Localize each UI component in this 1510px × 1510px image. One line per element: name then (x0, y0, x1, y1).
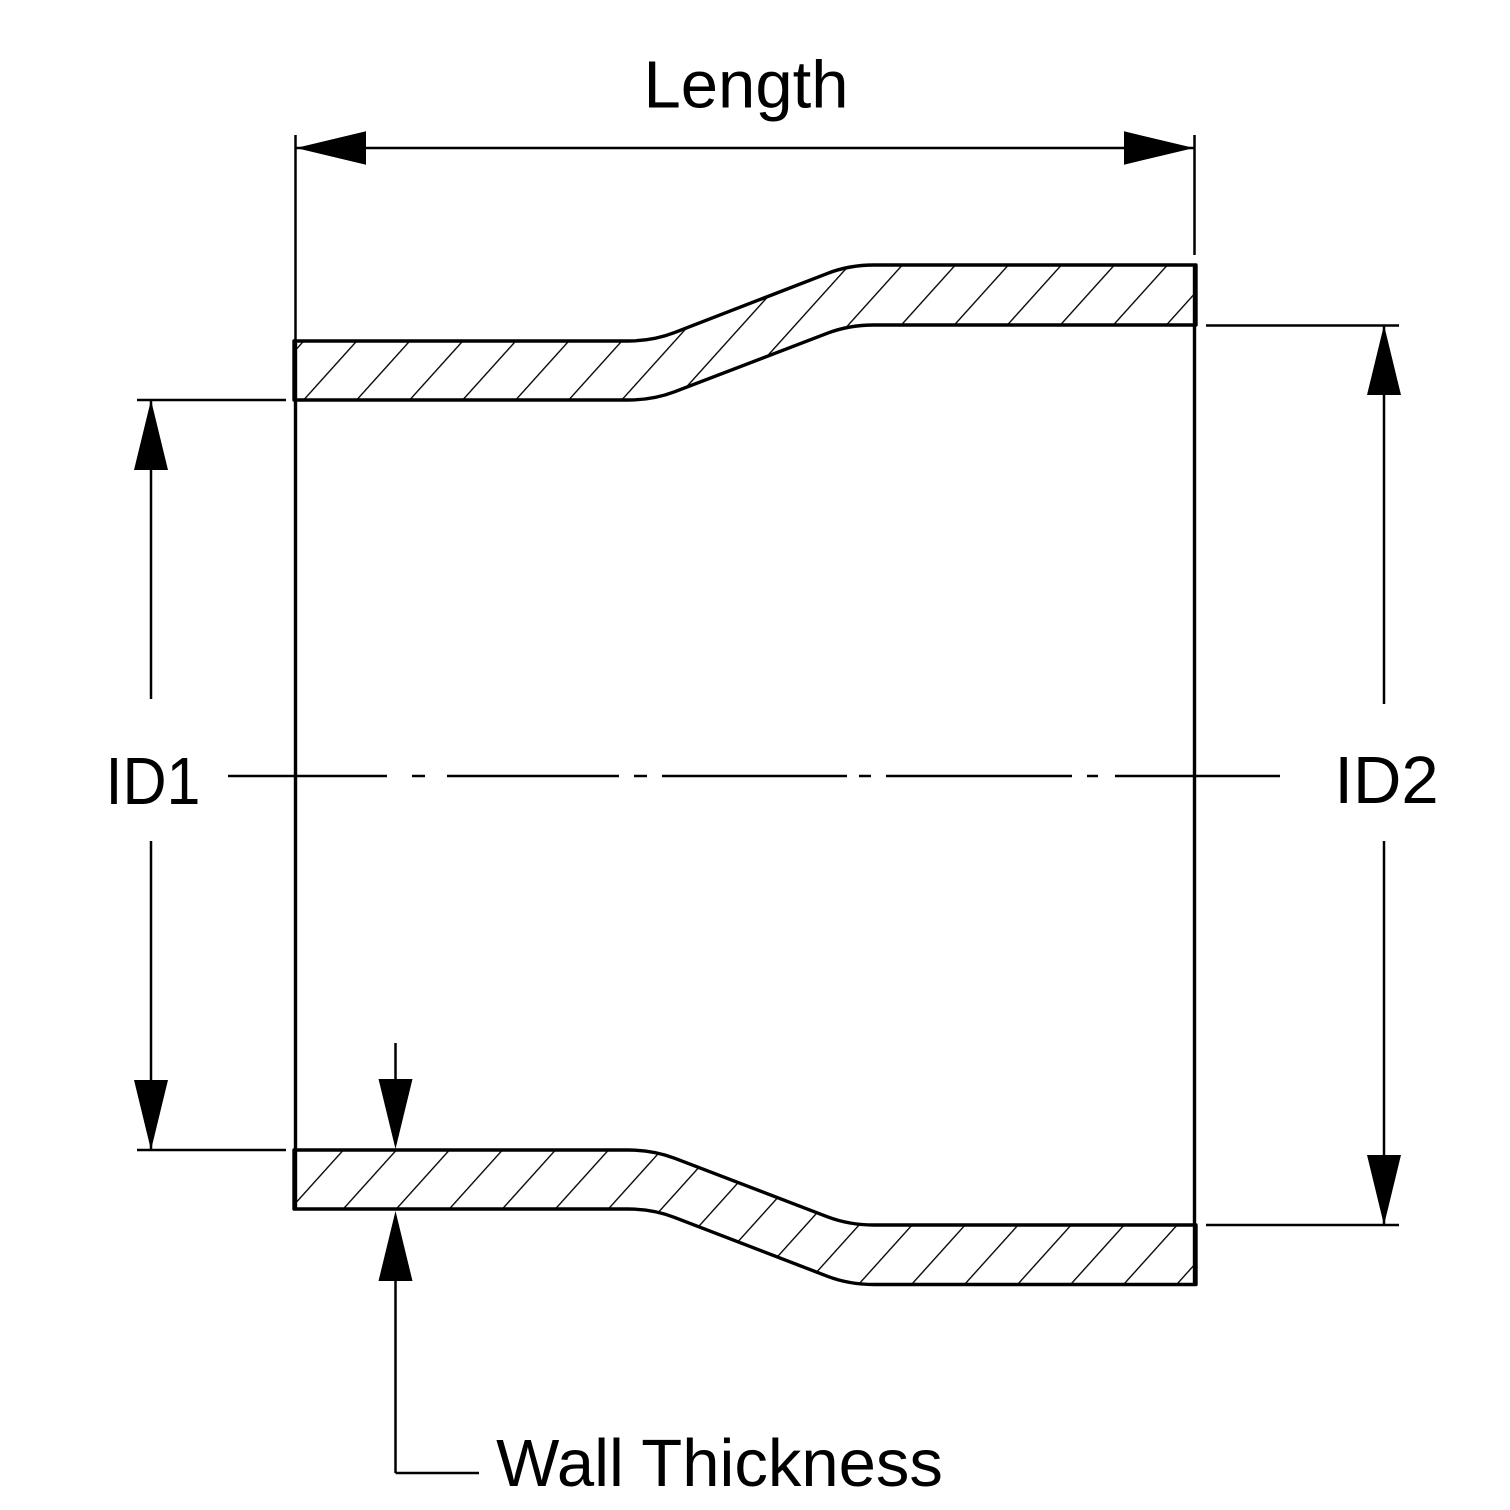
svg-text:Wall Thickness: Wall Thickness (496, 1426, 943, 1501)
svg-text:Length: Length (644, 48, 849, 123)
svg-text:ID1: ID1 (106, 744, 201, 819)
svg-text:ID2: ID2 (1334, 743, 1438, 818)
